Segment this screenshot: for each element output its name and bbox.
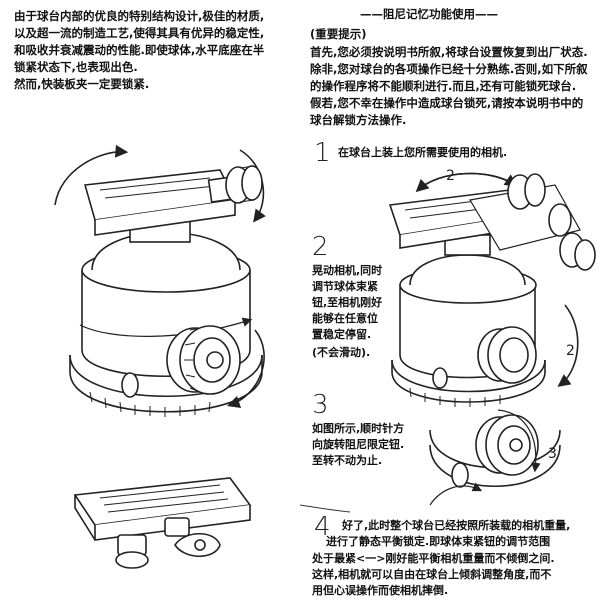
ballhead-step2-illustration	[388, 172, 596, 407]
notice-line-1: 首先,您必须按说明书所叙,将球台设置恢复到出厂状态.	[310, 45, 588, 59]
notice-line-2: 除非,您对球台的各项操作已经十分熟练.否则,如下所叙	[310, 62, 588, 76]
step-4-line-5: 用但心误操作而使相机摔倒.	[312, 584, 449, 597]
step-3-line-1: 如图所示,顺时针方	[312, 422, 405, 435]
notice-label: (重要提示)	[310, 27, 367, 41]
step-2-line-1: 晃动相机,同时	[312, 264, 383, 277]
step-1-number: 1	[314, 138, 331, 168]
intro-line-3: 和吸收并衰减震动的性能.即使球体,水平底座在半	[14, 43, 265, 57]
notice-line-5: 球台解锁方法操作.	[310, 113, 407, 127]
notice-line-4: 假若,您不幸在操作中造成球台锁死,请按本说明书中的	[310, 96, 584, 110]
intro-line-4: 锁紧状态下,也表现出色.	[14, 60, 138, 74]
step-4-number: 4	[314, 512, 331, 542]
step-2-line-5: 置稳定停留.	[312, 328, 372, 341]
step-3-line-3: 至转不动为止.	[312, 454, 383, 467]
step-2-number: 2	[312, 232, 329, 262]
step-4-line-3: 处于最紧<一>刚好能平衡相机重量而不倾倒之间.	[312, 552, 555, 565]
intro-line-2: 以及超一流的制造工艺,使得其具有优异的稳定性,	[14, 26, 265, 40]
notice-line-3: 的操作程序将不能顺利进行.而且,还有可能锁死球台.	[310, 79, 577, 93]
fig2-arrow-label-side: 2	[566, 343, 575, 359]
step-2-line-3: 钮,至相机刚好	[312, 296, 383, 309]
step-4-line-1: 好了,此时整个球台已经按照所装载的相机重量,	[342, 519, 571, 532]
step-2-line-4: 能够在任意位	[312, 312, 378, 325]
ballhead-main-illustration	[54, 144, 266, 417]
damping-knob-illustration	[429, 409, 561, 506]
step-2-line-6: (不会滑动).	[312, 346, 371, 359]
step-4-line-4: 这样,相机就可以自由在球台上倾斜调整角度,而不	[312, 568, 552, 581]
fig2-arrow-label-top: 2	[446, 168, 455, 184]
step-2-line-2: 调节球体束紧	[312, 280, 378, 293]
quick-release-plate-illustration	[73, 477, 252, 569]
intro-line-1: 由于球台内部的优良的特别结构设计,极佳的材质,	[14, 9, 265, 23]
right-column-dividers	[299, 504, 351, 513]
section-title: ——阻尼记忆功能使用——	[360, 7, 498, 21]
fig3-label: 3	[548, 446, 557, 462]
step-3-number: 3	[312, 390, 329, 420]
step-4-line-2: 进行了静态平衡锁定.即球体束紧钮的调节范围	[326, 535, 551, 548]
step-1-text: 在球台上装上您所需要使用的相机.	[338, 146, 508, 159]
step-3-line-2: 向旋转阻尼限定钮.	[312, 438, 405, 451]
intro-line-5: 然而,快装板夹一定要锁紧.	[14, 77, 150, 91]
